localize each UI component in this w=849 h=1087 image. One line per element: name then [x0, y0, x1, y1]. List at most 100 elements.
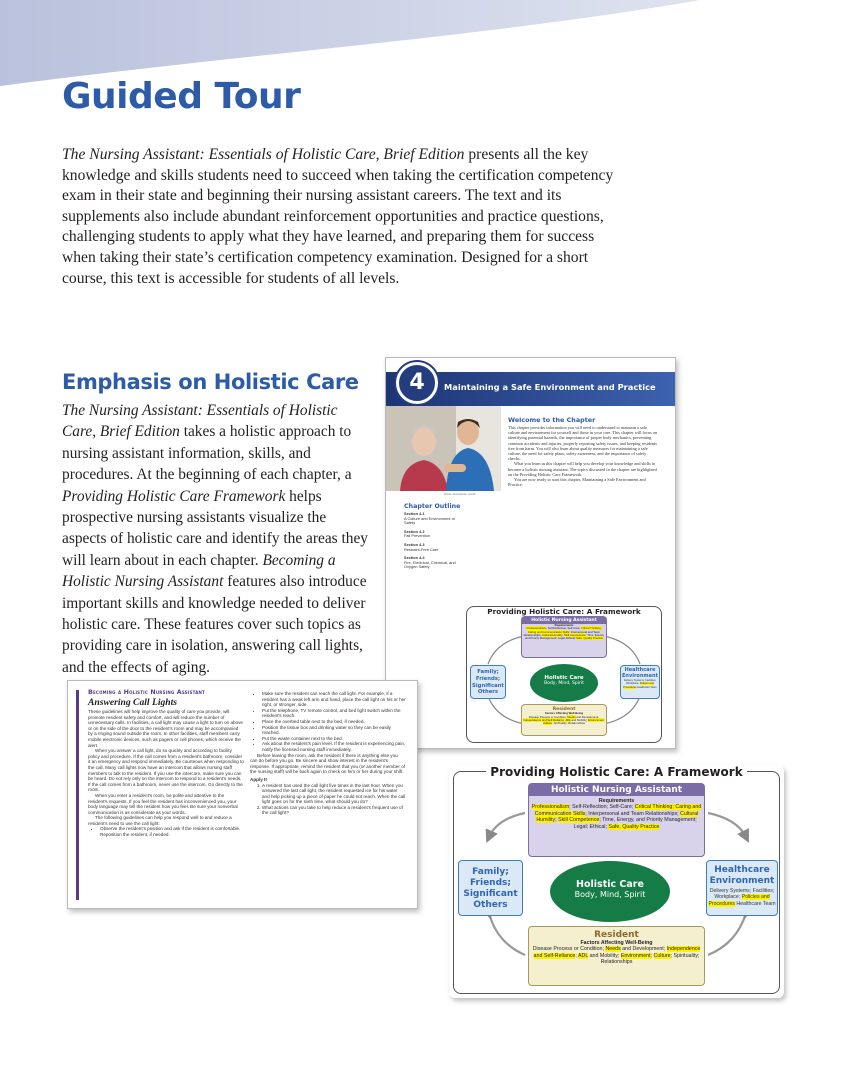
- section-body: The Nursing Assistant: Essentials of Hol…: [62, 400, 372, 678]
- framework-title: Providing Holistic Care: A Framework: [449, 763, 784, 781]
- framework-arrows: [487, 635, 641, 725]
- res-needs: Needs: [567, 714, 576, 719]
- section-text-1: takes a holistic approach to nursing ass…: [62, 423, 352, 484]
- center-subtitle: Body, Mind, Spirit: [544, 681, 584, 686]
- healthcare-team: Healthcare Team: [736, 900, 776, 907]
- outline-title: Fall Prevention: [404, 533, 430, 539]
- feature-paragraph-5: Before leaving the room, ask the residen…: [250, 752, 405, 775]
- chapter-title: Maintaining a Safe Environment and Pract…: [444, 382, 656, 392]
- req-skill: Skill Competence: [558, 817, 600, 824]
- framework-title-text: Providing Holistic Care: A Framework: [486, 765, 747, 779]
- framework-border: [466, 606, 662, 743]
- res-spirituality: Spirituality; Relationships: [553, 721, 585, 726]
- chapter-number: 4: [396, 362, 438, 404]
- req-inter: ; Interpersonal and Team Relationships;: [523, 629, 601, 637]
- apply-it-list: A resident has used the call light five …: [250, 783, 406, 817]
- bullet-item: Ask about the resident’s pain level. If …: [262, 741, 406, 752]
- req-time: ; Time, Energy, and Priority Management;…: [524, 632, 605, 641]
- feature-sample-page: Becoming a Holistic Nursing Assistant An…: [67, 680, 418, 909]
- section-title: Emphasis on Holistic Care: [62, 370, 359, 394]
- feature-bullets-right: Make sure the resident can reach the cal…: [250, 691, 406, 753]
- intro-paragraph: The Nursing Assistant: Essentials of Hol…: [62, 145, 622, 289]
- apply-item: What actions can you take to help reduce…: [262, 805, 406, 816]
- feature-column-right: Make sure the resident can reach the cal…: [250, 691, 406, 816]
- res-sep: ;: [650, 952, 654, 959]
- welcome-body: This chapter provides information you wi…: [508, 425, 658, 487]
- outline-section: Section 4.3: [404, 541, 425, 547]
- bullet-item: Make sure the resident can reach the cal…: [262, 691, 406, 708]
- center-subtitle: Body, Mind, Spirit: [574, 890, 646, 899]
- res-adl: ADL: [578, 952, 589, 959]
- welcome-paragraph-2: What you learn in this chapter will help…: [508, 461, 657, 477]
- chapter-sample-page: 4 Maintaining a Safe Environment and Pra…: [385, 357, 676, 749]
- feature-name: Becoming a Holistic Nursing Assistant: [62, 551, 336, 591]
- center-title: Holistic Care: [576, 879, 644, 890]
- welcome-heading: Welcome to the Chapter: [508, 416, 596, 424]
- res-disease: Disease Process or Condition;: [529, 714, 568, 719]
- outline-title: Restraint-Free Care: [404, 546, 439, 552]
- res-adl: ADL: [565, 718, 571, 722]
- apply-item: A resident has used the call light five …: [262, 783, 406, 805]
- req-professionalism: Professionalism: [531, 804, 570, 811]
- feature-paragraph-3: When you enter a resident’s room, be pol…: [88, 792, 238, 815]
- holistic-care-center: Holistic Care Body, Mind, Spirit: [530, 664, 598, 702]
- feature-accent-bar: [76, 690, 79, 900]
- feature-paragraph-2: When you answer a call light, do so quic…: [88, 748, 244, 793]
- res-environment: Environment: [620, 952, 651, 959]
- resident-subtitle: Factors Affecting Well-Being: [544, 711, 584, 716]
- req-professionalism: Professionalism: [526, 626, 547, 631]
- holistic-care-center: Holistic Care Body, Mind, Spirit: [550, 861, 670, 922]
- hna-title: Holistic Nursing Assistant: [529, 784, 704, 796]
- outline-section: Section 4.2: [404, 528, 425, 534]
- bullet-item: Position the tissue box and drinking wat…: [262, 725, 406, 736]
- center-title: Holistic Care: [544, 675, 584, 681]
- req-self: ; Self-Reflection; Self-Care;: [546, 626, 581, 631]
- intro-book-title: The Nursing Assistant: Essentials of Hol…: [62, 146, 465, 163]
- outline-title: Fire, Electrical, Chemical, and Oxygen S…: [404, 559, 456, 570]
- res-mobility: and Mobility;: [588, 952, 621, 959]
- feature-bullets-left: Observe the resident’s position and ask …: [88, 826, 244, 837]
- res-and: and Development;: [575, 714, 599, 719]
- framework-diagram-large: Providing Holistic Care: A Framework Hol…: [449, 765, 784, 998]
- outline-title: A Culture and Environment of Safety: [404, 515, 455, 526]
- bullet-item: Put the waste container next to the bed.: [262, 736, 406, 742]
- healthcare-items: Delivery Systems; Facilities; Workplace;: [623, 679, 657, 686]
- res-culture: Culture: [543, 721, 553, 726]
- res-needs: Needs: [605, 946, 621, 953]
- feature-paragraph-4: The following guidelines can help you re…: [88, 815, 232, 826]
- framework-arrows: [480, 811, 755, 957]
- outline-section: Section 4.1: [404, 511, 425, 516]
- page-title: Guided Tour: [62, 76, 301, 117]
- req-sep: ;: [555, 817, 559, 824]
- hna-title: Holistic Nursing Assistant: [522, 617, 606, 624]
- resident-subtitle: Factors Affecting Well-Being: [580, 940, 653, 946]
- bullet-item: Place the overbed table next to the bed,…: [262, 719, 406, 725]
- resident-node: Resident Factors Affecting Well-Being Di…: [528, 926, 705, 986]
- family-node: Family; Friends; Significant Others: [470, 665, 506, 699]
- resident-node: Resident Factors Affecting Well-Being Di…: [521, 704, 607, 736]
- healthcare-items: Delivery Systems; Facilities; Workplace;: [709, 888, 775, 901]
- req-sep: ;: [562, 633, 564, 637]
- res-sep: ;: [603, 718, 605, 722]
- resident-title: Resident: [552, 707, 576, 712]
- res-environment: Environment: [588, 718, 604, 722]
- req-critical: Critical Thinking; Caring and Communicat…: [527, 626, 602, 634]
- outline-section: Section 4.4: [404, 555, 425, 561]
- healthcare-title: Healthcare Environment: [622, 667, 658, 679]
- welcome-paragraph-3: You are now ready to start this chapter,…: [508, 477, 646, 488]
- res-and: and Development;: [620, 946, 667, 953]
- res-mobility: and Mobility;: [570, 718, 589, 722]
- req-skill: Skill Competence: [563, 632, 586, 637]
- req-safe: Safe, Quality Practice: [608, 823, 660, 830]
- feature-heading: Becoming a Holistic Nursing Assistant: [88, 689, 205, 696]
- section-text-3: features also introduce important skills…: [62, 573, 367, 676]
- healthcare-team: Healthcare Team: [637, 685, 657, 689]
- res-independence: Independence and Self-Reliance: [523, 718, 565, 722]
- chapter-outline-heading: Chapter Outline: [404, 503, 461, 510]
- welcome-paragraph-1: This chapter provides information you wi…: [508, 425, 658, 462]
- req-safe: Safe, Quality Practice: [576, 636, 604, 641]
